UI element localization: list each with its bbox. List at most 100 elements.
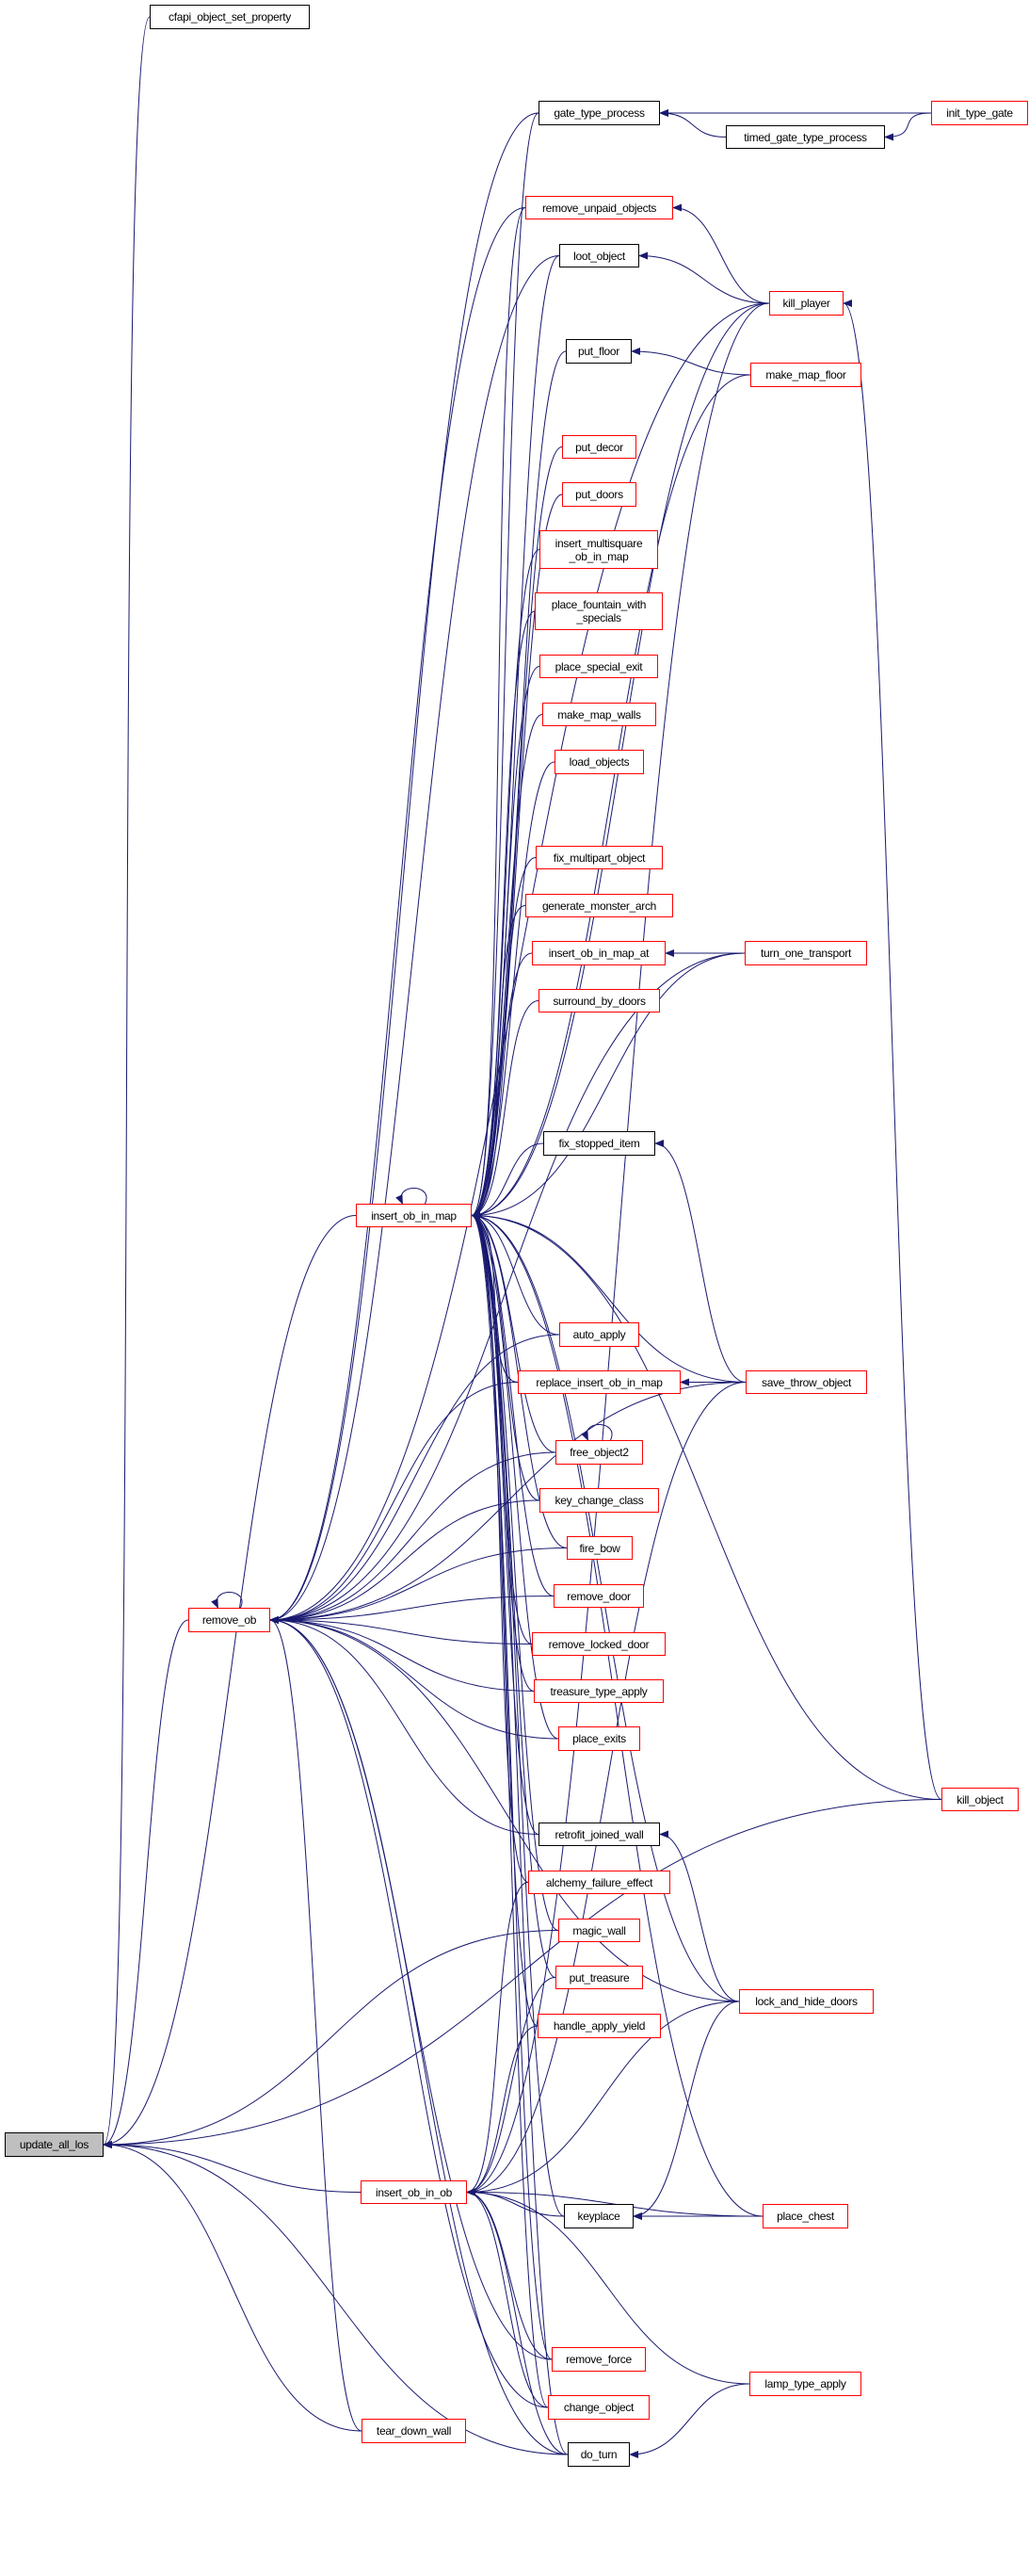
node-treasure-type-apply[interactable]: treasure_type_apply bbox=[534, 1679, 664, 1703]
node-auto-apply[interactable]: auto_apply bbox=[559, 1322, 639, 1347]
edge-loot_object-to-insert_ob_in_map bbox=[471, 255, 560, 1220]
node-fix-stopped-item[interactable]: fix_stopped_item bbox=[543, 1131, 655, 1156]
node-key-change-class[interactable]: key_change_class bbox=[539, 1488, 659, 1513]
edge-insert_ob_in_ob-to-update_all_los bbox=[103, 2141, 362, 2193]
node-put-decor[interactable]: put_decor bbox=[562, 435, 636, 459]
edge-put_treasure-to-insert_ob_in_ob bbox=[466, 1977, 556, 2196]
edge-insert_ob_in_map_at-to-insert_ob_in_map bbox=[471, 952, 533, 1220]
edge-insert_ob_in_map-to-update_all_los bbox=[103, 1215, 357, 2148]
edge-surround_by_doors-to-insert_ob_in_map bbox=[471, 1000, 539, 1220]
edge-remove_force-to-insert_ob_in_map bbox=[471, 1211, 553, 2360]
node-lock-and-hide-doors[interactable]: lock_and_hide_doors bbox=[739, 1989, 874, 2014]
edge-change_object-to-remove_ob bbox=[269, 1616, 549, 2408]
node-cfapi-object-set-property[interactable]: cfapi_object_set_property bbox=[150, 5, 310, 29]
node-generate-monster-arch[interactable]: generate_monster_arch bbox=[525, 894, 673, 917]
node-insert-ob-in-map[interactable]: insert_ob_in_map bbox=[356, 1204, 472, 1227]
edge-free_object2-to-remove_ob bbox=[269, 1451, 556, 1624]
edge-kill_object-to-update_all_los bbox=[103, 1799, 942, 2148]
edge-keyplace-to-insert_ob_in_map bbox=[471, 1211, 565, 2217]
edge-save_throw_object-to-insert_ob_in_ob bbox=[466, 1382, 747, 2196]
node-remove-unpaid-objects[interactable]: remove_unpaid_objects bbox=[525, 196, 673, 219]
node-remove-door[interactable]: remove_door bbox=[554, 1584, 644, 1608]
edge-place_special_exit-to-insert_ob_in_map bbox=[471, 666, 540, 1220]
node-put-doors[interactable]: put_doors bbox=[562, 482, 636, 507]
edge-lamp_type_apply-to-insert_ob_in_ob bbox=[466, 2188, 750, 2385]
node-init-type-gate[interactable]: init_type_gate bbox=[931, 101, 1028, 125]
edge-save_throw_object-to-fix_stopped_item bbox=[654, 1140, 747, 1383]
node-insert-ob-in-map-at[interactable]: insert_ob_in_map_at bbox=[532, 941, 666, 965]
edge-cfapi_object_set_property-to-update_all_los bbox=[103, 16, 151, 2148]
node-make-map-walls[interactable]: make_map_walls bbox=[542, 703, 656, 726]
node-lamp-type-apply[interactable]: lamp_type_apply bbox=[749, 2372, 861, 2396]
edge-auto_apply-to-insert_ob_in_map bbox=[471, 1211, 560, 1336]
edge-remove_door-to-insert_ob_in_map bbox=[471, 1211, 555, 1596]
edge-do_turn-to-remove_ob bbox=[269, 1616, 569, 2455]
node-replace-insert-ob-in-map[interactable]: replace_insert_ob_in_map bbox=[518, 1370, 681, 1394]
node-save-throw-object[interactable]: save_throw_object bbox=[746, 1370, 867, 1394]
edge-change_object-to-insert_ob_in_ob bbox=[466, 2188, 549, 2408]
node-insert-multisquare-ob-in-map[interactable]: insert_multisquare _ob_in_map bbox=[539, 530, 658, 569]
node-make-map-floor[interactable]: make_map_floor bbox=[750, 363, 861, 387]
node-gate-type-process[interactable]: gate_type_process bbox=[539, 101, 660, 125]
edge-free_object2-to-free_object2 bbox=[581, 1424, 613, 1441]
node-place-special-exit[interactable]: place_special_exit bbox=[539, 655, 658, 678]
edge-lamp_type_apply-to-do_turn bbox=[629, 2383, 750, 2458]
node-insert-ob-in-ob[interactable]: insert_ob_in_ob bbox=[361, 2180, 467, 2204]
node-turn-one-transport[interactable]: turn_one_transport bbox=[745, 941, 867, 965]
edge-place_exits-to-remove_ob bbox=[269, 1616, 559, 1740]
edge-kill_player-to-insert_ob_in_ob bbox=[466, 302, 770, 2196]
node-place-fountain-with-specials[interactable]: place_fountain_with _specials bbox=[535, 592, 663, 630]
edge-kill_player-to-loot_object bbox=[638, 251, 770, 304]
edge-timed_gate_type_process-to-gate_type_process bbox=[659, 109, 727, 138]
node-put-floor[interactable]: put_floor bbox=[566, 339, 632, 364]
edge-remove_unpaid_objects-to-remove_ob bbox=[269, 207, 526, 1624]
node-loot-object[interactable]: loot_object bbox=[559, 244, 639, 267]
node-handle-apply-yield[interactable]: handle_apply_yield bbox=[538, 2014, 661, 2038]
node-place-exits[interactable]: place_exits bbox=[558, 1726, 640, 1751]
node-tear-down-wall[interactable]: tear_down_wall bbox=[362, 2419, 466, 2443]
edge-make_map_floor-to-put_floor bbox=[631, 348, 751, 376]
node-load-objects[interactable]: load_objects bbox=[555, 750, 644, 774]
node-remove-force[interactable]: remove_force bbox=[552, 2347, 646, 2372]
edge-do_turn-to-insert_ob_in_ob bbox=[466, 2188, 569, 2455]
node-retrofit-joined-wall[interactable]: retrofit_joined_wall bbox=[539, 1823, 660, 1846]
edge-do_turn-to-update_all_los bbox=[103, 2141, 569, 2455]
node-update-all-los[interactable]: update_all_los bbox=[5, 2132, 104, 2157]
node-kill-object[interactable]: kill_object bbox=[941, 1788, 1019, 1811]
edge-fire_bow-to-remove_ob bbox=[269, 1547, 568, 1624]
edge-generate_monster_arch-to-insert_ob_in_map bbox=[471, 905, 526, 1220]
node-fire-bow[interactable]: fire_bow bbox=[567, 1536, 633, 1560]
node-timed-gate-type-process[interactable]: timed_gate_type_process bbox=[726, 125, 885, 149]
edge-change_object-to-insert_ob_in_map bbox=[471, 1211, 549, 2408]
edge-replace_insert_ob_in_map-to-insert_ob_in_map bbox=[471, 1211, 519, 1383]
edge-lock_and_hide_doors-to-insert_ob_in_map bbox=[471, 1211, 740, 2002]
edge-tear_down_wall-to-remove_ob bbox=[269, 1616, 362, 2432]
edge-turn_one_transport-to-insert_ob_in_map bbox=[471, 952, 746, 1220]
edge-place_chest-to-insert_ob_in_map bbox=[471, 1211, 764, 2217]
node-do-turn[interactable]: do_turn bbox=[568, 2442, 630, 2467]
edge-retrofit_joined_wall-to-insert_ob_in_map bbox=[471, 1211, 539, 1835]
node-kill-player[interactable]: kill_player bbox=[769, 291, 844, 316]
edge-remove_locked_door-to-remove_ob bbox=[269, 1616, 533, 1644]
node-free-object2[interactable]: free_object2 bbox=[555, 1440, 643, 1465]
edge-fix_stopped_item-to-insert_ob_in_map bbox=[471, 1142, 544, 1220]
edge-kill_object-to-insert_ob_in_map bbox=[471, 1211, 942, 1800]
node-fix-multipart-object[interactable]: fix_multipart_object bbox=[536, 846, 663, 869]
node-alchemy-failure-effect[interactable]: alchemy_failure_effect bbox=[528, 1871, 670, 1894]
node-surround-by-doors[interactable]: surround_by_doors bbox=[539, 989, 660, 1013]
edge-tear_down_wall-to-update_all_los bbox=[103, 2141, 362, 2432]
edge-magic_wall-to-update_all_los bbox=[103, 1930, 559, 2148]
node-place-chest[interactable]: place_chest bbox=[763, 2204, 848, 2228]
edge-save_throw_object-to-insert_ob_in_map bbox=[471, 1211, 747, 1383]
node-keyplace[interactable]: keyplace bbox=[564, 2204, 634, 2228]
edge-remove_ob-to-remove_ob bbox=[211, 1592, 243, 1609]
node-remove-locked-door[interactable]: remove_locked_door bbox=[532, 1632, 666, 1656]
node-change-object[interactable]: change_object bbox=[548, 2395, 650, 2420]
edge-lock_and_hide_doors-to-insert_ob_in_ob bbox=[466, 2001, 740, 2196]
node-remove-ob[interactable]: remove_ob bbox=[188, 1608, 270, 1632]
node-put-treasure[interactable]: put_treasure bbox=[555, 1966, 643, 1989]
edge-init_type_gate-to-timed_gate_type_process bbox=[884, 112, 932, 141]
node-magic-wall[interactable]: magic_wall bbox=[558, 1919, 640, 1942]
edge-kill_player-to-remove_ob bbox=[269, 302, 770, 1624]
